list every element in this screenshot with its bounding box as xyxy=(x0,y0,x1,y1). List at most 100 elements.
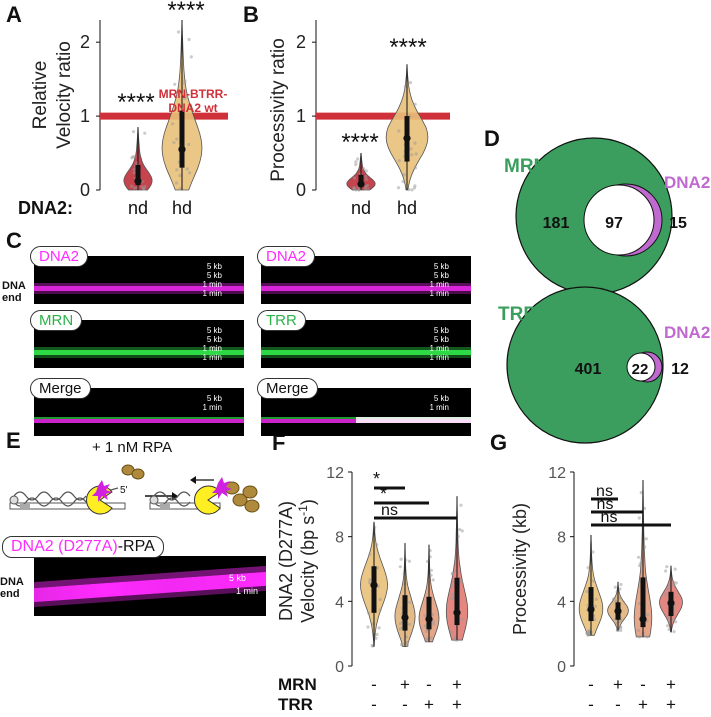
violin-condition-2-point xyxy=(399,557,403,561)
violin-condition-1-point xyxy=(591,550,595,554)
violin-condition-4-point xyxy=(460,617,464,621)
violin-condition-3-point xyxy=(432,622,436,626)
violin-condition-4-point xyxy=(673,567,677,571)
y-tick-label: 4 xyxy=(557,594,566,611)
condition-mrn-sign: + xyxy=(400,675,410,694)
violin-condition-4-point xyxy=(672,580,676,584)
violin-hd-point xyxy=(407,188,411,192)
violin-condition-3-point xyxy=(645,613,650,617)
category-label: nd xyxy=(128,198,148,218)
violin-condition-1-point xyxy=(371,644,375,648)
violin-hd-point xyxy=(189,55,193,59)
category-label: nd xyxy=(351,198,371,218)
violin-condition-2-point xyxy=(407,622,411,626)
venn-dna2-label: DNA2 xyxy=(664,323,710,342)
condition-row-label: TRR xyxy=(278,695,313,714)
panel-letter-f: F xyxy=(272,430,286,455)
violin-condition-3-point xyxy=(639,491,643,495)
scale-text: 1 min xyxy=(202,353,222,362)
violin-condition-3-median xyxy=(639,615,647,623)
condition-trr-sign: - xyxy=(371,695,377,714)
violin-condition-1-point xyxy=(591,579,595,583)
violin-nd-point xyxy=(140,185,144,189)
violin-condition-4-point xyxy=(458,527,462,532)
y-tick-label: 2 xyxy=(80,32,90,52)
violin-condition-2-point xyxy=(619,628,623,632)
violin-nd-point xyxy=(364,174,368,178)
scale-text: 1 min xyxy=(429,280,449,289)
scale-text: 1 min xyxy=(202,280,222,289)
violin-condition-2-point xyxy=(398,565,402,569)
venn-dna2-label: DNA2 xyxy=(664,173,710,192)
violin-hd-point xyxy=(187,37,191,42)
violin-condition-3-point xyxy=(429,568,433,572)
violin-hd-point xyxy=(178,187,182,191)
violin-nd-point xyxy=(364,169,368,173)
scale-min: 1 min xyxy=(235,586,258,596)
violin-condition-3-point xyxy=(642,506,647,510)
panel-letter-g: G xyxy=(490,430,508,455)
violin-condition-3-point xyxy=(431,619,435,623)
kymograph-label-mrn: MRN xyxy=(30,310,83,331)
scale-kb: 5 kb xyxy=(228,573,246,583)
significance-label: **** xyxy=(389,34,426,61)
rpa-kymograph: 5 kb 1 min xyxy=(34,556,266,616)
venn-overlap-count: 22 xyxy=(632,361,649,378)
violin-condition-4-point xyxy=(664,569,668,573)
panel-letter-a: A xyxy=(6,2,22,27)
violin-nd-point xyxy=(354,163,358,167)
y-tick-label: 0 xyxy=(335,659,344,676)
y-axis-label: Processivity (kb) xyxy=(510,503,530,635)
violin-condition-4-point xyxy=(454,569,458,573)
venn-trr-circle xyxy=(506,286,664,444)
significance-label: **** xyxy=(341,129,378,156)
violin-condition-3-box xyxy=(640,577,646,628)
violin-condition-3-point xyxy=(637,601,641,606)
violin-condition-2-point xyxy=(408,600,412,604)
violin-condition-3-point xyxy=(429,636,433,640)
venn-overlap xyxy=(583,184,655,256)
violin-condition-1-point xyxy=(368,581,372,585)
kymograph-label-dna2: DNA2 xyxy=(30,246,89,267)
violin-condition-4-point xyxy=(460,529,464,533)
violin-nd-point xyxy=(364,184,368,189)
reference-label: MRN-BTRR- xyxy=(159,87,228,101)
violin-hd-point xyxy=(396,186,401,190)
dna-end-line: DNA xyxy=(2,280,26,292)
violin-hd-median xyxy=(178,145,186,153)
y-tick-label: 0 xyxy=(80,180,90,200)
violin-condition-3-median xyxy=(425,615,433,623)
violin-hd-point xyxy=(175,168,179,172)
violin-hd-point xyxy=(171,122,175,126)
violin-condition-4-box xyxy=(454,577,460,626)
violin-condition-4-point xyxy=(674,581,678,585)
violin-hd-point xyxy=(413,102,417,106)
venn-overlap xyxy=(626,352,656,382)
scale-text: 5 kb xyxy=(206,335,222,344)
venn-trr-dna2: TRR DNA2 401 22 12 xyxy=(498,286,710,444)
violin-hd-point xyxy=(402,173,406,177)
dna-end-line: end xyxy=(2,292,22,304)
violin-condition-4-point xyxy=(671,618,675,622)
violin-nd-point xyxy=(362,167,366,171)
scale-text: 5 kb xyxy=(206,271,222,280)
scale-text: 5 kb xyxy=(206,262,222,271)
violin-nd-point xyxy=(143,131,147,135)
scale-text: 1 min xyxy=(202,403,222,412)
violin-condition-1-point xyxy=(375,632,379,637)
violin-condition-3-point xyxy=(642,634,646,638)
violin-condition-4-point xyxy=(666,587,670,591)
violin-hd-point xyxy=(178,173,182,178)
violin-condition-3-point xyxy=(637,516,641,520)
violin-condition-2-point xyxy=(405,643,409,647)
violin-condition-2-point xyxy=(619,582,623,587)
violin-condition-1-point xyxy=(585,589,589,594)
x-group-label: DNA2: xyxy=(18,198,73,218)
violin-nd-point xyxy=(133,155,137,159)
violin-condition-2-point xyxy=(405,640,409,644)
violin-condition-2-point xyxy=(619,626,623,630)
dna-schematic-right xyxy=(149,476,260,515)
violin-condition-4-point xyxy=(450,572,454,576)
violin-condition-2-point xyxy=(618,596,622,600)
comparison-label: ns xyxy=(597,496,614,513)
